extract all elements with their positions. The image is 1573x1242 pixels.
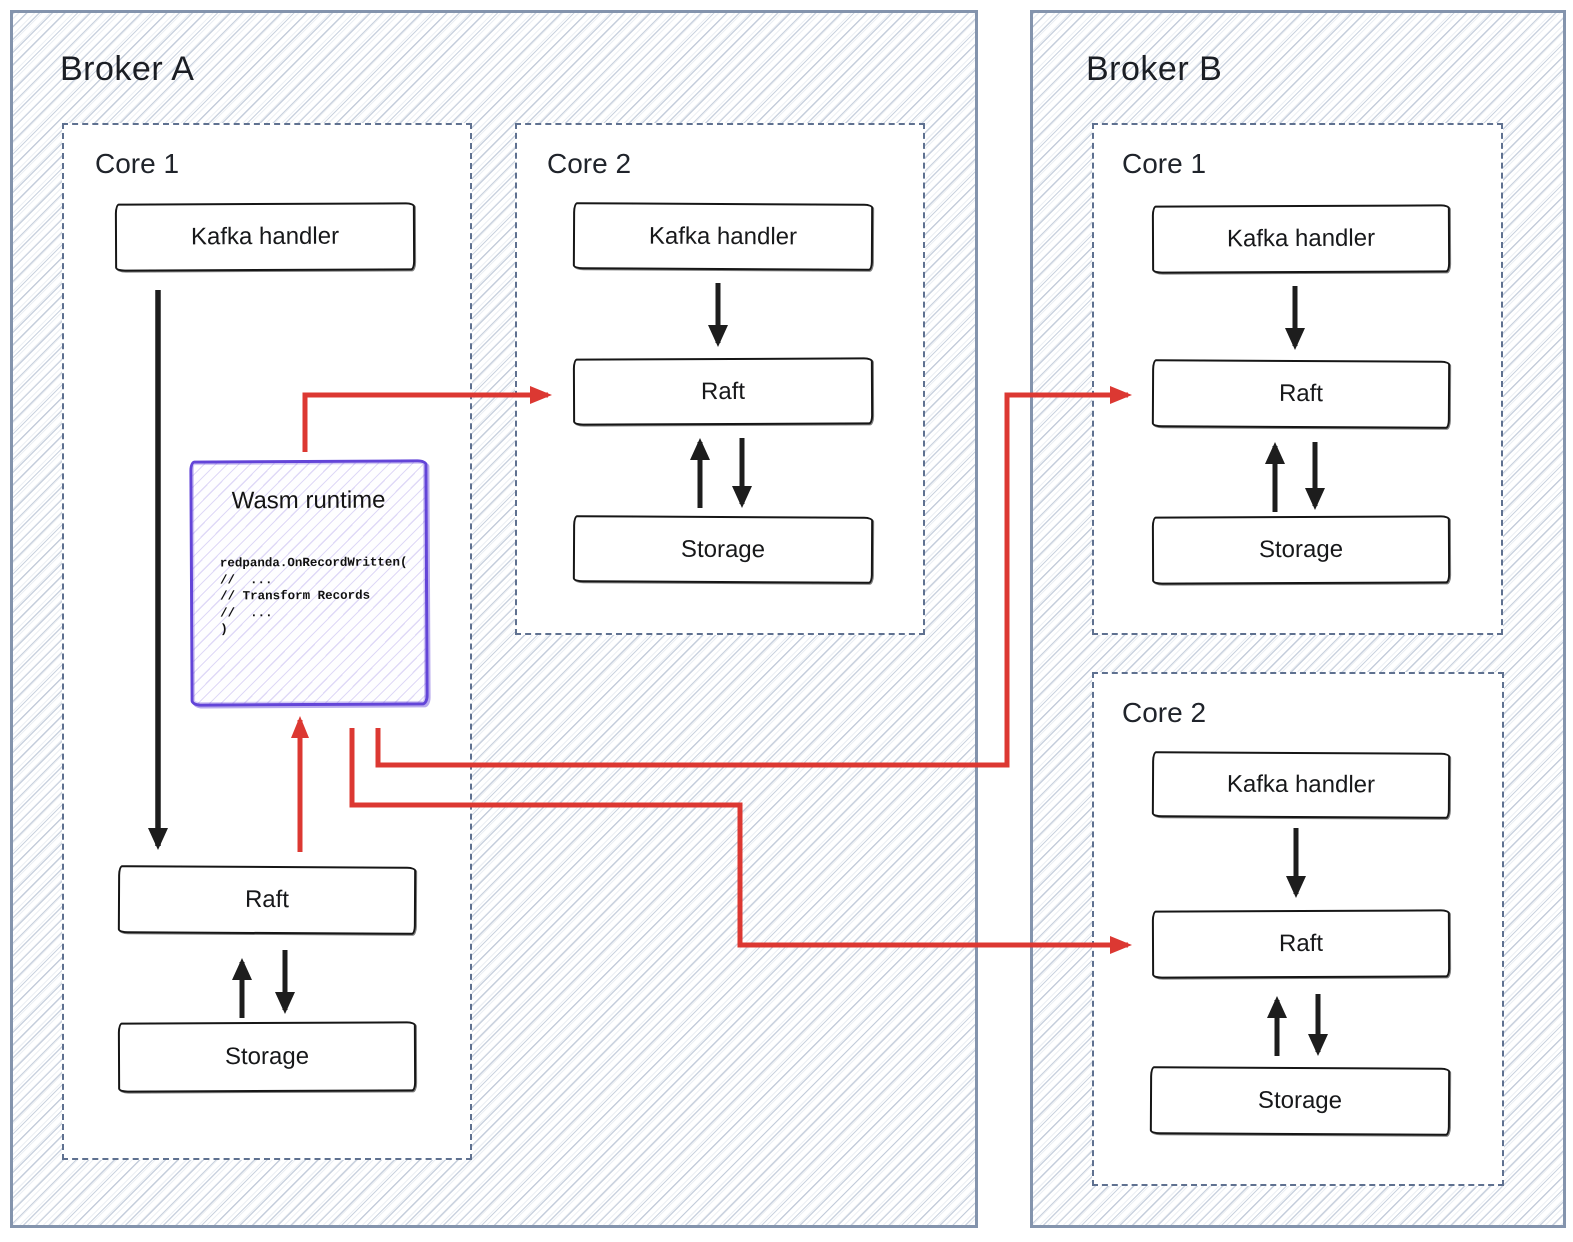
- broker-a-core1-title: Core 1: [95, 148, 180, 179]
- broker-b-core2-raft-box: Raft: [1151, 909, 1451, 979]
- wasm-runtime-box: Wasm runtime redpanda.OnRecordWritten( /…: [189, 459, 429, 707]
- raft-label: Raft: [244, 885, 290, 914]
- broker-b-core2-kafka-handler-box: Kafka handler: [1151, 751, 1451, 819]
- broker-a-core2-storage-box: Storage: [572, 515, 874, 584]
- storage-label: Storage: [680, 535, 766, 563]
- broker-a-core1-kafka-handler-box: Kafka handler: [114, 202, 416, 272]
- kafka-handler-label: Kafka handler: [648, 222, 798, 250]
- broker-b-title: Broker B: [1086, 50, 1223, 88]
- storage-label: Storage: [224, 1042, 310, 1071]
- wasm-code-line: // Transform Records: [220, 588, 371, 604]
- wasm-runtime-title: Wasm runtime: [231, 486, 386, 515]
- broker-b-core2-title: Core 2: [1122, 697, 1207, 728]
- raft-label: Raft: [700, 377, 746, 405]
- kafka-handler-label: Kafka handler: [1226, 770, 1376, 799]
- broker-b-core1-kafka-handler-box: Kafka handler: [1151, 204, 1451, 274]
- storage-label: Storage: [1257, 1086, 1343, 1115]
- kafka-handler-label: Kafka handler: [190, 222, 340, 251]
- broker-a-core1-storage-box: Storage: [117, 1021, 417, 1093]
- broker-a-core2-kafka-handler-box: Kafka handler: [572, 202, 874, 271]
- broker-a-core2-raft-box: Raft: [572, 357, 874, 426]
- wasm-code-line: redpanda.OnRecordWritten(: [219, 555, 408, 571]
- kafka-handler-label: Kafka handler: [1226, 224, 1376, 253]
- raft-label: Raft: [1278, 379, 1324, 408]
- broker-a-core2-title: Core 2: [547, 148, 632, 179]
- raft-label: Raft: [1278, 929, 1324, 958]
- wasm-code-line: // ...: [220, 605, 273, 620]
- broker-b-core1-title: Core 1: [1122, 148, 1207, 179]
- broker-b-core1-raft-box: Raft: [1151, 359, 1451, 429]
- storage-label: Storage: [1258, 535, 1344, 564]
- wasm-code-line: // ...: [219, 572, 273, 587]
- wasm-code-snippet: redpanda.OnRecordWritten( // ... // Tran…: [220, 554, 408, 637]
- broker-b-core2-storage-box: Storage: [1149, 1066, 1451, 1136]
- broker-b-core1-storage-box: Storage: [1151, 515, 1451, 585]
- wasm-code-line: ): [220, 622, 228, 637]
- broker-a-core1-raft-box: Raft: [117, 865, 417, 935]
- broker-a-title: Broker A: [60, 50, 195, 88]
